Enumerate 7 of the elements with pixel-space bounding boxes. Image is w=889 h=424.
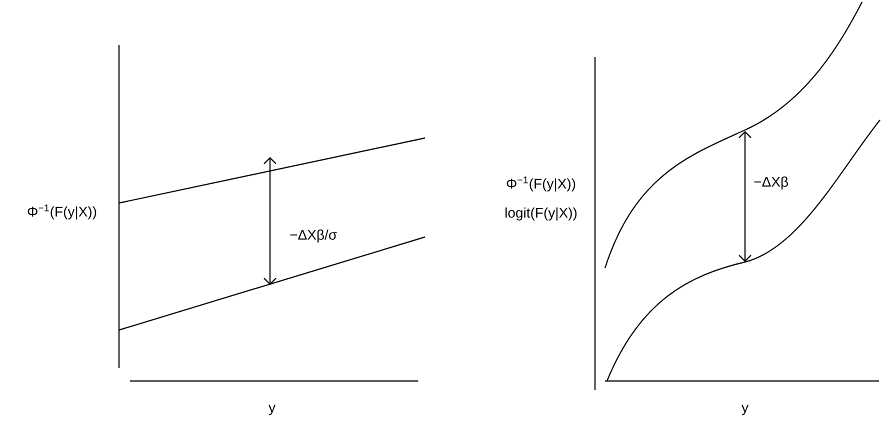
axis-label: Φ$^{−1}$(F(y|X)) xyxy=(506,176,576,192)
axis-label: Φ$^{−1}$(F(y|X)) xyxy=(28,204,96,220)
dimension-label: −ΔXβ xyxy=(754,176,788,190)
dimension-label: −ΔXβ/σ xyxy=(290,229,337,243)
axis-label: logit(F(y|X)) xyxy=(506,207,577,221)
axis-label: y xyxy=(742,404,748,416)
axis-label: y xyxy=(268,404,276,416)
